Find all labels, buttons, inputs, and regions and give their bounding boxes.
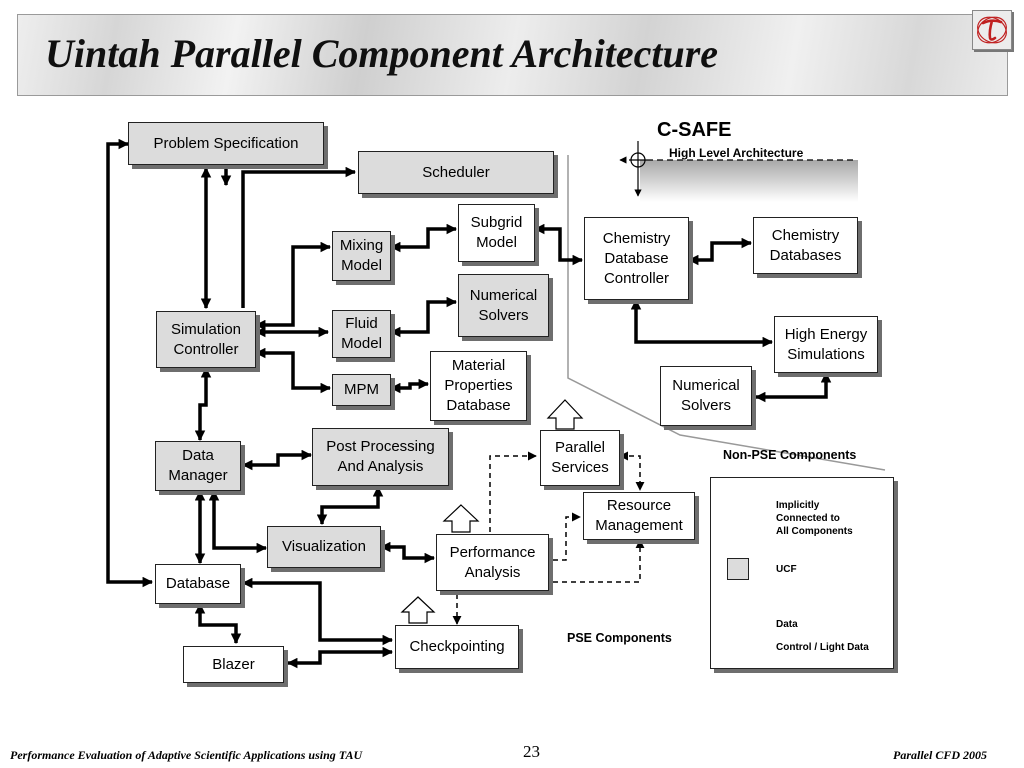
chemistry-databases-box: Chemistry Databases — [753, 217, 858, 274]
chemistry-database-controller-box: Chemistry Database Controller — [584, 217, 689, 300]
scheduler-box: Scheduler — [358, 151, 554, 194]
implicit-arrow-parallel-services — [546, 399, 584, 430]
post-processing-box: Post Processing And Analysis — [312, 428, 449, 486]
material-properties-database-box: Material Properties Database — [430, 351, 527, 421]
slide-title: Uintah Parallel Component Architecture — [45, 31, 719, 76]
simulation-controller-box: Simulation Controller — [156, 311, 256, 368]
data-connectors — [106, 138, 832, 669]
database-box: Database — [155, 564, 241, 604]
non-pse-components-label: Non-PSE Components — [723, 448, 857, 462]
pse-separator-line — [567, 155, 886, 471]
tau-logo — [972, 10, 1012, 50]
legend-ucf-label: UCF — [776, 564, 797, 575]
legend-control-label: Control / Light Data — [776, 642, 869, 653]
footer-right: Parallel CFD 2005 — [893, 748, 988, 762]
control-connectors — [452, 451, 645, 625]
tau-logo-icon — [977, 16, 1007, 44]
footer-left: Performance Evaluation of Adaptive Scien… — [10, 748, 363, 762]
csafe-subtitle: High Level Architecture — [669, 146, 804, 160]
page-number: 23 — [523, 742, 540, 761]
problem-specification-box: Problem Specification — [128, 122, 324, 165]
legend-implicit-label: Implicitly Connected to All Components — [776, 500, 853, 537]
subgrid-model-box: Subgrid Model — [458, 204, 535, 262]
fluid-model-box: Fluid Model — [332, 310, 391, 358]
mixing-model-box: Mixing Model — [332, 231, 391, 281]
implicit-arrow-performance-analysis — [442, 504, 480, 533]
pse-components-label: PSE Components — [567, 631, 672, 645]
visualization-box: Visualization — [267, 526, 381, 568]
title-banner — [17, 14, 1008, 96]
numerical-solvers-external-box: Numerical Solvers — [660, 366, 752, 426]
resource-management-box: Resource Management — [583, 492, 695, 540]
parallel-services-box: Parallel Services — [540, 430, 620, 486]
blazer-box: Blazer — [183, 646, 284, 683]
csafe-gradient-bar — [640, 160, 858, 202]
csafe-crosshair — [619, 141, 857, 197]
data-manager-box: Data Manager — [155, 441, 241, 491]
mpm-box: MPM — [332, 374, 391, 406]
legend-data-label: Data — [776, 619, 798, 630]
checkpointing-box: Checkpointing — [395, 625, 519, 669]
implicit-arrow-checkpointing — [400, 596, 436, 624]
csafe-title: C-SAFE — [657, 119, 732, 141]
high-energy-simulations-box: High Energy Simulations — [774, 316, 878, 373]
performance-analysis-box: Performance Analysis — [436, 534, 549, 591]
numerical-solvers-pse-box: Numerical Solvers — [458, 274, 549, 337]
legend-ucf-swatch — [727, 558, 749, 580]
